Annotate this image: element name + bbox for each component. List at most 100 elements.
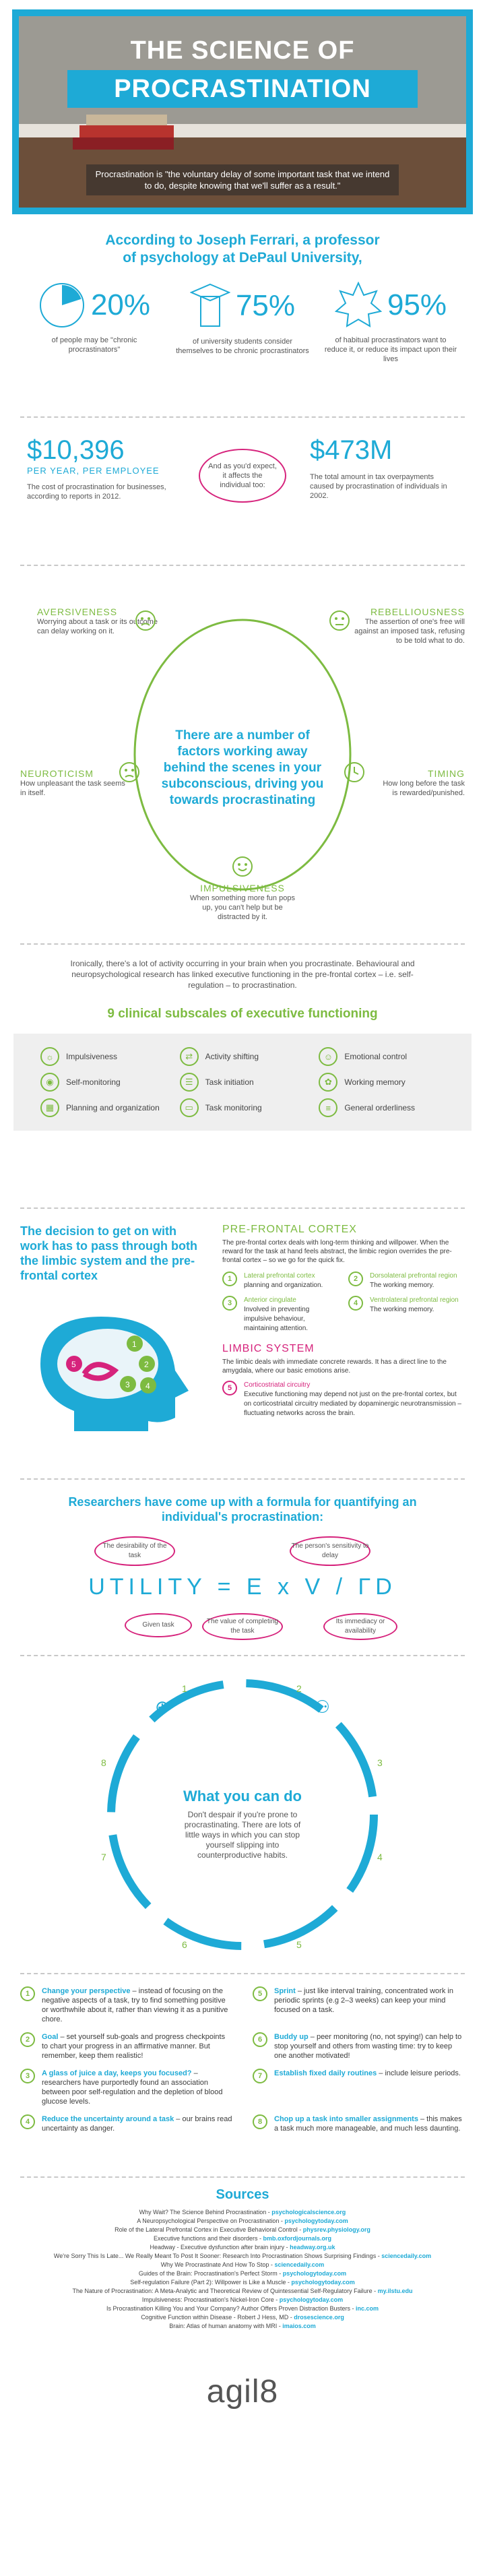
infographic: THE SCIENCE OF PROCRASTINATION Procrasti…	[0, 9, 485, 2427]
source-link[interactable]: drosescience.org	[294, 2314, 344, 2321]
stat-75: 75% of university students consider them…	[175, 282, 310, 364]
brain-intro: Ironically, there's a lot of activity oc…	[70, 959, 415, 990]
pfc-block: PRE-FRONTAL CORTEX The pre-frontal corte…	[222, 1224, 465, 1418]
face-icon: ☺	[319, 1047, 338, 1066]
subscale-item: ▭Task monitoring	[179, 1098, 306, 1117]
people-icon: ⚇	[314, 1697, 330, 1717]
svg-text:4: 4	[146, 1381, 150, 1391]
subscale-item: ≡General orderliness	[319, 1098, 445, 1117]
factor-neuroticism: NEUROTICISM How unpleasant the task seem…	[20, 768, 125, 797]
brain-icon: ✿	[319, 1073, 338, 1092]
source-link[interactable]: psychologicalscience.org	[271, 2209, 346, 2216]
source-link[interactable]: psychologytoday.com	[279, 2296, 344, 2303]
business-cost-text: The cost of procrastination for business…	[27, 483, 166, 501]
source-link[interactable]: sciencedaily.com	[274, 2261, 325, 2268]
tips-wheel	[107, 1679, 378, 1950]
factors-ring	[133, 619, 352, 891]
source-item: A Neuropsychological Perspective on Proc…	[137, 2218, 348, 2224]
list-icon: ≡	[319, 1098, 338, 1117]
ferrari-section: According to Joseph Ferrari, a professor…	[0, 214, 485, 416]
wheel-num: 8	[101, 1757, 106, 1768]
source-link[interactable]: inc.com	[356, 2305, 379, 2312]
sources-section: Sources Why Wait? The Science Behind Pro…	[0, 2178, 485, 2373]
subscale-item: ☼Impulsiveness	[40, 1047, 166, 1066]
formula-section: Researchers have come up with a formula …	[0, 1480, 485, 1655]
clock-icon	[344, 762, 364, 782]
source-link[interactable]: sciencedaily.com	[381, 2253, 432, 2259]
brain-decision: The decision to get on with work has to …	[20, 1224, 198, 1282]
stat-20: 20% of people may be "chronic procrastin…	[27, 282, 162, 364]
business-cost-sub: PER YEAR, PER EMPLOYEE	[27, 466, 160, 476]
tax-cost-text: The total amount in tax overpayments cau…	[310, 473, 447, 500]
wheel-num: 1	[182, 1683, 187, 1694]
formula-heading: Researchers have come up with a formula …	[68, 1495, 417, 1523]
source-link[interactable]: headway.org.uk	[290, 2244, 335, 2251]
graduation-icon	[189, 283, 230, 327]
factors-center: There are a number of factors working aw…	[161, 728, 324, 807]
stat-label: of people may be "chronic procrastinator…	[51, 336, 137, 354]
tax-cost-value: $473M	[310, 435, 393, 465]
calendar-icon: ▦	[40, 1098, 59, 1117]
stat-value: 75%	[235, 289, 296, 322]
hero-quote: Procrastination is "the voluntary delay …	[86, 164, 399, 195]
source-link[interactable]: psychologytoday.com	[284, 2218, 348, 2224]
source-item: Cognitive Function within Disease - Robe…	[141, 2314, 344, 2321]
divider	[20, 1973, 465, 1974]
source-link[interactable]: psychologytoday.com	[291, 2279, 355, 2286]
factor-impulsiveness: IMPULSIVENESS When something more fun po…	[190, 883, 295, 921]
worried-face-icon	[135, 610, 156, 631]
wheel-num: 7	[101, 1852, 106, 1862]
agil8-logo: agil8	[206, 2374, 279, 2410]
source-link[interactable]: my.ilstu.edu	[377, 2288, 413, 2294]
formula-label: The desirability of the task	[94, 1536, 175, 1566]
neutral-face-icon	[119, 762, 139, 782]
formula-label: Its immediacy or availability	[323, 1613, 397, 1640]
stat-value: 20%	[90, 288, 151, 321]
subscale-item: ☺Emotional control	[319, 1047, 445, 1066]
sources-heading: Sources	[216, 2187, 269, 2202]
source-link[interactable]: psychologytoday.com	[282, 2270, 347, 2277]
source-link[interactable]: imaios.com	[282, 2323, 316, 2329]
svg-text:2: 2	[144, 1360, 149, 1369]
divider	[20, 1207, 465, 1209]
source-item: Impulsiveness: Procrastination's Nickel-…	[141, 2296, 344, 2303]
books-image	[73, 115, 174, 150]
footer: agil8	[0, 2373, 485, 2427]
divider	[20, 1478, 465, 1480]
subscale-item: ☰Task initiation	[179, 1073, 306, 1092]
source-item: Why We Procrastinate And How To Stop - s…	[160, 2261, 325, 2268]
source-link[interactable]: bmb.oxfordjournals.org	[263, 2235, 332, 2242]
stat-95: 95% of habitual procrastinators want to …	[323, 282, 458, 364]
factor-aversiveness: AVERSIVENESS Worrying about a task or it…	[37, 606, 158, 635]
source-item: Headway - Executive dysfunction after br…	[150, 2244, 335, 2251]
svg-text:3: 3	[125, 1380, 130, 1389]
source-item: We're Sorry This Is Late... We Really Me…	[53, 2253, 432, 2259]
formula-label: The value of completing the task	[202, 1613, 283, 1640]
divider	[20, 2176, 465, 2178]
source-item: Why Wait? The Science Behind Procrastina…	[139, 2209, 346, 2216]
wheel-num: 5	[296, 1939, 302, 1950]
happy-face-icon	[232, 856, 253, 877]
divider	[20, 416, 465, 418]
source-link[interactable]: physrev.physiology.org	[302, 2226, 370, 2233]
ferrari-heading-1: According to Joseph Ferrari, a professor	[105, 232, 380, 248]
hero-title-line1: THE SCIENCE OF	[130, 36, 355, 65]
svg-text:5: 5	[71, 1360, 76, 1369]
stat-value: 95%	[387, 288, 447, 321]
whatyoucando-text: Don't despair if you're prone to procras…	[184, 1810, 301, 1860]
factors-section: There are a number of factors working aw…	[0, 566, 485, 943]
source-item: Executive functions and their disorders …	[153, 2235, 332, 2242]
